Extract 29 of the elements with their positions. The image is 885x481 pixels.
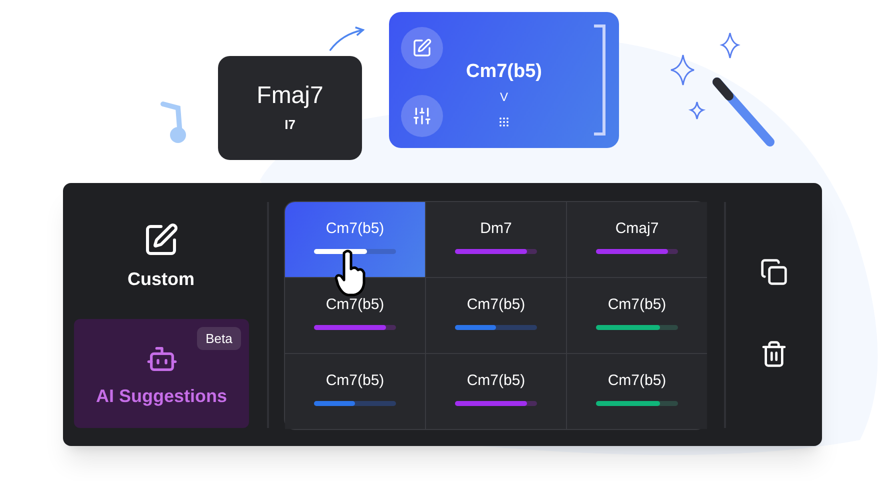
chord-name: Cm7(b5)	[464, 60, 543, 84]
chord-cell	[567, 354, 707, 429]
chord-cell	[426, 278, 566, 353]
chord-name: Cm7(b5)	[326, 296, 384, 315]
chord-name: Cmaj7	[615, 220, 659, 239]
chord-name: Cm7(b5)	[608, 296, 666, 315]
chord-name: Cm7(b5)	[466, 372, 526, 391]
chord-name: Dm7	[480, 220, 512, 239]
curved-arrow	[329, 26, 364, 51]
chord-card	[389, 12, 619, 148]
chord-cell	[567, 278, 707, 353]
chord-cell	[426, 202, 566, 277]
chord-name: Cm7(b5)	[608, 372, 666, 391]
beta-badge: Beta	[197, 327, 241, 350]
chord-name: Cm7(b5)	[466, 296, 526, 315]
chord-cell	[426, 354, 566, 429]
chord-name: Cm7(b5)	[326, 372, 384, 391]
chord-name: Fmaj7	[256, 81, 324, 112]
chord-name: Cm7(b5)	[326, 220, 384, 239]
chord-degree: V	[498, 89, 509, 106]
ai-suggestions-option	[74, 319, 249, 428]
chord-degree: I7	[284, 116, 296, 134]
option-label: Custom	[128, 268, 194, 291]
option-label: AI Suggestions	[96, 385, 227, 408]
selected-chord-cell	[285, 202, 425, 277]
chord-cell	[285, 278, 425, 353]
chord-cell	[567, 202, 707, 277]
chord-cell	[285, 354, 425, 429]
chord-card	[218, 56, 362, 160]
